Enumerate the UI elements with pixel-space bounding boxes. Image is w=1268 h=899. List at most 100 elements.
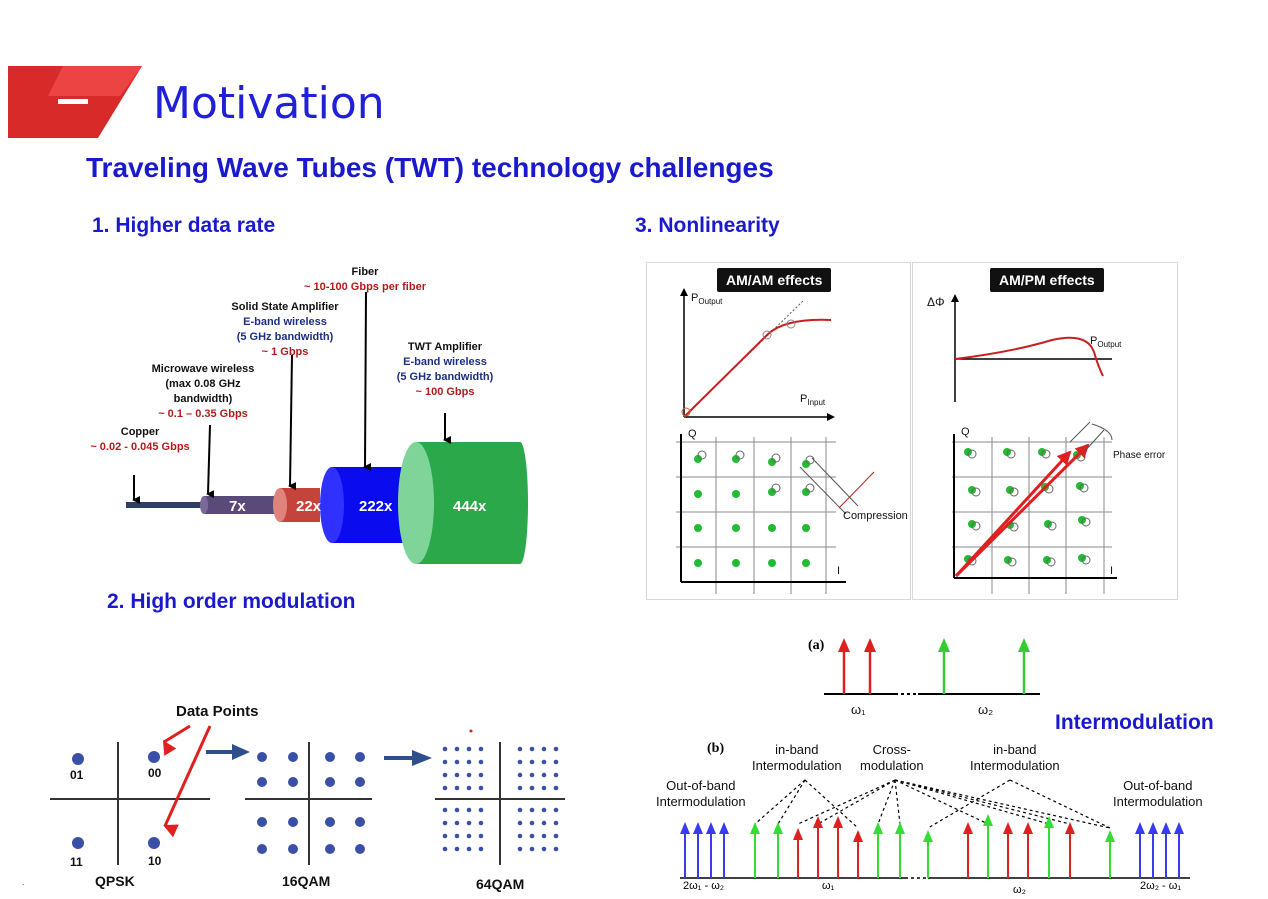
spectrum-b-arrowhead <box>983 814 993 826</box>
qpsk-bit-00: 00 <box>148 766 162 780</box>
qam64-point <box>454 772 460 778</box>
spectrum-b-arrowhead <box>750 822 760 834</box>
label-ssa: Solid State Amplifier E-band wireless (5… <box>231 301 339 358</box>
section-heading-nonlinearity: 3. Nonlinearity <box>635 214 780 237</box>
spectrum-b-arrowhead <box>1044 816 1054 828</box>
amam-point <box>802 460 810 468</box>
qam64-point <box>529 833 535 839</box>
qpsk-point <box>148 751 160 763</box>
qam64-point <box>529 746 535 752</box>
cross-modulation-label: Cross-modulation <box>860 742 924 773</box>
qam64-point <box>478 807 484 813</box>
qam64-point <box>541 772 547 778</box>
spectrum-a-arrowhead <box>838 638 850 652</box>
amam-ideal-point <box>771 483 781 493</box>
ampm-ideal-point <box>1047 521 1057 531</box>
spectrum-b-arrowhead <box>706 822 716 834</box>
qam64-point <box>541 820 547 826</box>
logo-icon <box>8 66 142 138</box>
spectrum-b-arrowhead <box>963 822 973 834</box>
amam-point <box>732 455 740 463</box>
qam64-point <box>454 807 460 813</box>
qam64-point <box>541 746 547 752</box>
qam64-name: 64QAM <box>476 876 525 892</box>
ampm-ideal-point <box>1081 555 1091 565</box>
amam-panel <box>646 262 911 600</box>
qam64-point <box>553 807 559 813</box>
qam64-point <box>517 807 523 813</box>
multiplier-ssa: 22x <box>296 498 322 515</box>
multiplier-fiber: 222x <box>359 498 393 515</box>
qam64-point <box>529 846 535 852</box>
qam16-point <box>325 817 335 827</box>
qam64-point <box>454 759 460 765</box>
qpsk-name: QPSK <box>95 873 135 889</box>
qam16-point <box>355 777 365 787</box>
spectrum-b-arrowhead <box>1161 822 1171 834</box>
amam-ideal-point <box>805 455 815 465</box>
ampm-ideal-point <box>1007 557 1017 567</box>
spectrum-b-arrowhead <box>813 816 823 828</box>
ampm-panel <box>912 262 1178 600</box>
qam16-point <box>288 777 298 787</box>
qam64-point <box>529 772 535 778</box>
qam16-point <box>257 752 267 762</box>
qam64-point <box>541 846 547 852</box>
qam16-point <box>257 844 267 854</box>
label-fiber: Fiber ~ 10-100 Gbps per fiber <box>304 266 426 293</box>
ampm-ideal-point <box>1081 517 1091 527</box>
qam64-point <box>541 807 547 813</box>
data-rate-diagram <box>126 291 528 564</box>
qam64-point <box>454 846 460 852</box>
ampm-ideal-point <box>1046 557 1056 567</box>
qam64-point <box>553 846 559 852</box>
amam-point <box>802 488 810 496</box>
spectrum-b-arrowhead <box>873 822 883 834</box>
spectrum-a <box>824 638 1040 695</box>
spectrum-b-arrowhead <box>1023 822 1033 834</box>
modulation-constellations <box>50 724 565 865</box>
amam-ideal-point <box>771 453 781 463</box>
qam64-point <box>442 820 448 826</box>
ampm-ideal-point <box>967 449 977 459</box>
amam-point <box>732 490 740 498</box>
label-copper: Copper ~ 0.02 - 0.045 Gbps <box>90 426 190 453</box>
intermodulation-heading: Intermodulation <box>1055 711 1214 734</box>
spectrum-b-arrowhead <box>693 822 703 834</box>
qam64-point <box>478 820 484 826</box>
amam-header: AM/AM effects <box>717 268 832 292</box>
spectrum-a-arrowhead <box>864 638 876 652</box>
spectrum-b-arrowhead <box>853 830 863 842</box>
qam16-point <box>355 752 365 762</box>
amam-i-label: I <box>837 565 841 577</box>
amam-point <box>802 559 810 567</box>
qpsk-point <box>72 837 84 849</box>
qam64-point <box>478 772 484 778</box>
qpsk-point <box>72 753 84 765</box>
qam64-point <box>478 759 484 765</box>
qam64-point <box>466 820 472 826</box>
amam-point <box>768 458 776 466</box>
qam64-point <box>529 785 535 791</box>
qam64-point <box>529 759 535 765</box>
qam64-point <box>478 785 484 791</box>
axis-2w2-w1-label: 2ω₂ - ω₁ <box>1140 880 1182 892</box>
amam-ideal-point <box>805 483 815 493</box>
amam-point <box>694 490 702 498</box>
ampm-ideal-point <box>1041 449 1051 459</box>
qam64-point <box>517 746 523 752</box>
label-microwave: Microwave wireless (max 0.08 GHz bandwid… <box>151 363 255 420</box>
spectrum-b-arrowhead <box>1065 822 1075 834</box>
ampm-ideal-point <box>1079 483 1089 493</box>
amam-ideal-point <box>697 450 707 460</box>
qam64-point <box>442 759 448 765</box>
qam64-point <box>454 820 460 826</box>
amam-compression-label: Compression <box>843 510 908 522</box>
panel-a-label: (a) <box>808 638 825 653</box>
qam64-point <box>442 772 448 778</box>
multiplier-twt: 444x <box>453 498 487 515</box>
qam64-point <box>553 820 559 826</box>
